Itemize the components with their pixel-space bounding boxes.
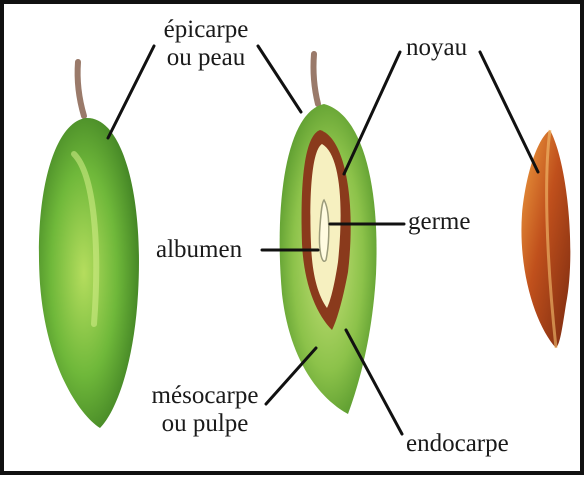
epicarpe-leader-left — [108, 46, 154, 138]
label-mesocarpe: mésocarpe ou pulpe — [142, 382, 268, 438]
whole-olive — [39, 62, 139, 428]
label-mesocarpe-line2: ou pulpe — [142, 410, 268, 438]
whole-olive-body — [39, 118, 139, 428]
label-endocarpe: endocarpe — [406, 430, 509, 458]
label-albumen: albumen — [156, 236, 242, 264]
mesocarpe-leader — [266, 348, 316, 404]
noyau-leader-left — [344, 52, 400, 174]
label-epicarpe-line1: épicarpe — [156, 16, 256, 44]
label-mesocarpe-line1: mésocarpe — [142, 382, 268, 410]
olive-pit — [521, 130, 570, 348]
label-epicarpe-line2: ou peau — [156, 44, 256, 72]
whole-olive-stem — [78, 62, 84, 116]
noyau-leader-right — [480, 52, 538, 172]
label-noyau: noyau — [406, 34, 467, 62]
cut-olive-stem — [314, 54, 319, 104]
label-epicarpe: épicarpe ou peau — [156, 16, 256, 72]
epicarpe-leader-right — [258, 46, 301, 112]
olive-anatomy-drawing — [4, 4, 584, 479]
label-germe: germe — [408, 208, 470, 236]
